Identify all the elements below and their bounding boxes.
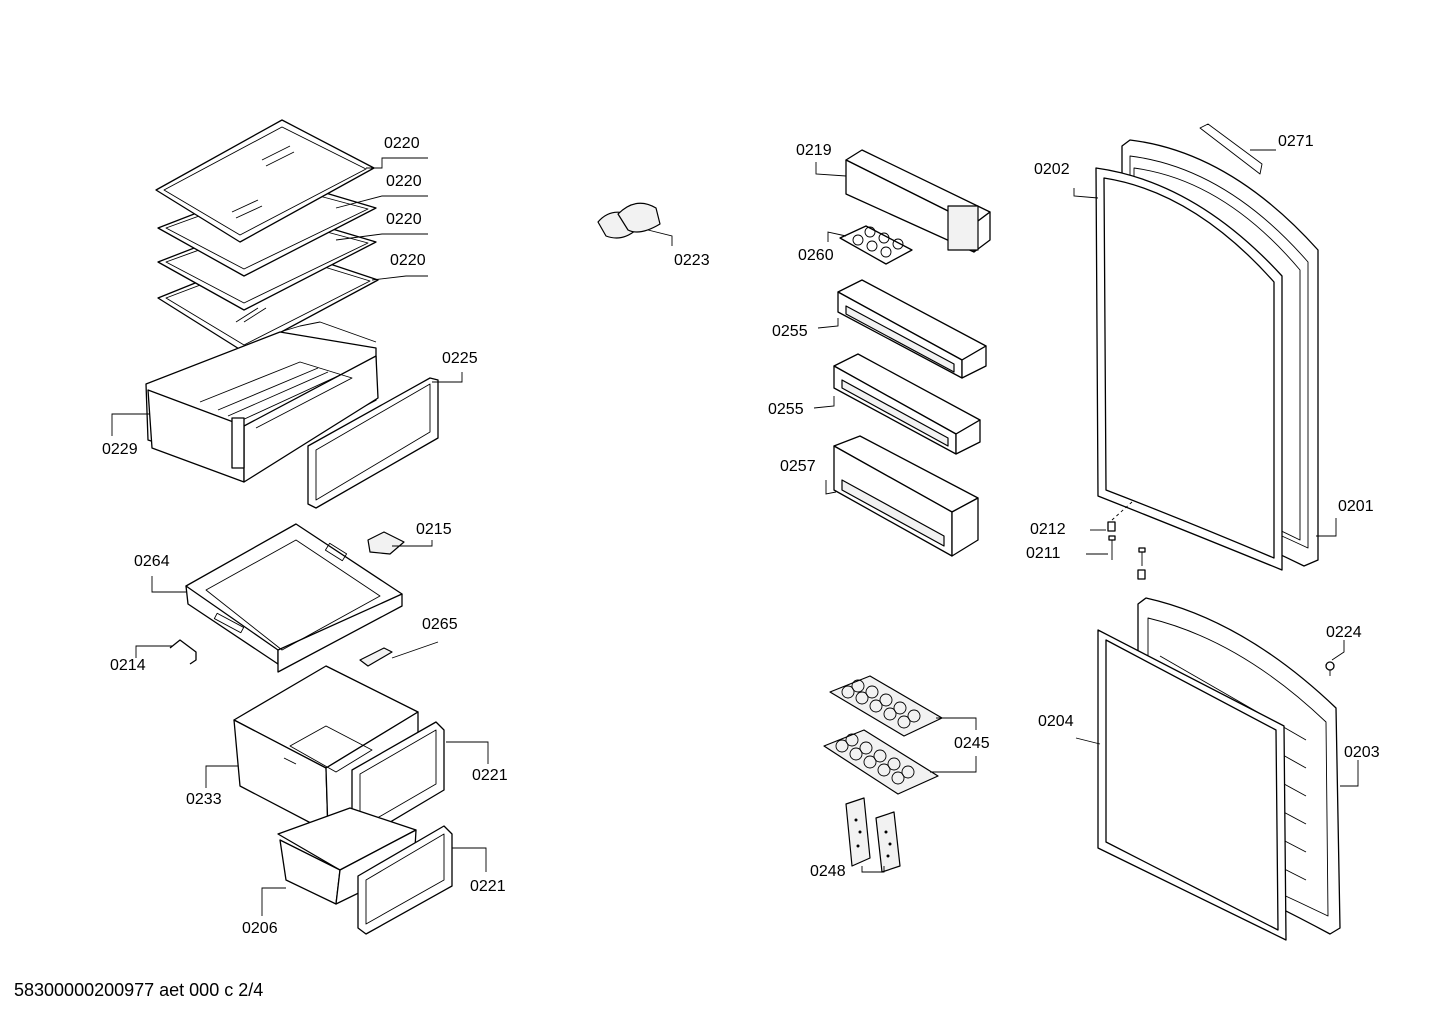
callout-0265: 0265 <box>422 616 458 633</box>
glass-shelves <box>155 119 379 353</box>
callout-0219: 0219 <box>796 142 832 159</box>
hinge-pin <box>1108 535 1146 566</box>
callout-0264: 0264 <box>134 553 170 570</box>
callout-0233: 0233 <box>186 791 222 808</box>
hinge-bushing <box>1107 521 1146 580</box>
callout-0220-2: 0220 <box>386 173 422 190</box>
ice-tray-2 <box>823 729 939 795</box>
freezer-drawer-small-front <box>357 825 453 935</box>
crisper-drawer <box>145 321 379 483</box>
callout-0255-1: 0255 <box>772 323 808 340</box>
callout-0245: 0245 <box>954 735 990 752</box>
callout-0215: 0215 <box>416 521 452 538</box>
callout-0260: 0260 <box>798 247 834 264</box>
part-callouts: 0220 0220 0220 0220 0223 0225 0229 0215 … <box>102 133 1380 937</box>
callout-0271: 0271 <box>1278 133 1314 150</box>
callout-0255-2: 0255 <box>768 401 804 418</box>
callout-0220-1: 0220 <box>384 135 420 152</box>
callout-0224: 0224 <box>1326 624 1362 641</box>
small-cover-part <box>367 531 405 555</box>
leader-lines-left <box>111 157 673 916</box>
callout-0204: 0204 <box>1038 713 1074 730</box>
door-shelf-deep <box>833 435 979 557</box>
clip-part <box>169 639 197 665</box>
callout-0202: 0202 <box>1034 161 1070 178</box>
egg-tray-small <box>839 225 913 265</box>
leader-lines-middle <box>813 162 977 873</box>
door-shelf-2 <box>833 353 981 455</box>
door-shelf-covered <box>845 149 991 253</box>
cold-packs <box>845 797 901 873</box>
callout-0214: 0214 <box>110 657 146 674</box>
callout-0201: 0201 <box>1338 498 1374 515</box>
callout-0225: 0225 <box>442 350 478 367</box>
freezer-door-gasket <box>1097 629 1287 941</box>
callout-0203: 0203 <box>1344 744 1380 761</box>
document-id: 58300000200977 aet 000 c 2/4 <box>14 980 264 1000</box>
callout-0257: 0257 <box>780 458 816 475</box>
door-shelf-1 <box>837 279 987 379</box>
label-strip <box>359 647 393 667</box>
ice-tray-1 <box>829 675 943 737</box>
callout-0221-1: 0221 <box>472 767 508 784</box>
callout-0248: 0248 <box>810 863 846 880</box>
fridge-door-gasket <box>1095 167 1283 571</box>
callout-0212: 0212 <box>1030 521 1066 538</box>
clip-0223 <box>597 202 661 239</box>
label-plate <box>1199 123 1263 175</box>
callout-0206: 0206 <box>242 920 278 937</box>
leader-lines-right <box>1073 149 1359 787</box>
callout-0220-3: 0220 <box>386 211 422 228</box>
freezer-tray <box>185 523 403 673</box>
callout-0223: 0223 <box>674 252 710 269</box>
callout-0229: 0229 <box>102 441 138 458</box>
callout-0221-2: 0221 <box>470 878 506 895</box>
screw <box>1325 661 1335 676</box>
callout-0220-4: 0220 <box>390 252 426 269</box>
drawer-front-panel <box>307 377 439 509</box>
callout-0211: 0211 <box>1026 545 1061 562</box>
